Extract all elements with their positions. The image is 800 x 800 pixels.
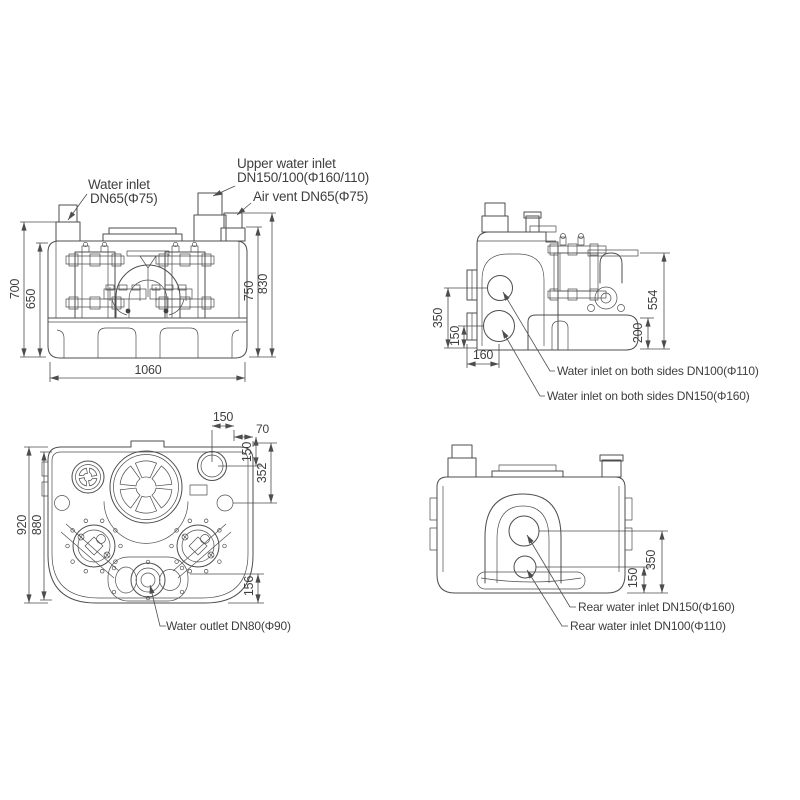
dim-side-150: 150	[448, 326, 462, 347]
side-inlet-dn100-circle	[487, 275, 513, 301]
leader-air-vent	[236, 202, 252, 216]
side-tank	[466, 202, 559, 351]
label-water-outlet: Water outlet DN80(Φ90)	[166, 619, 291, 633]
top-view: 920 880 150 70 150 352 156 Water outlet …	[15, 410, 291, 633]
top-labels: Water outlet DN80(Φ90)	[149, 584, 291, 633]
rear-labels: Rear water inlet DN150(Φ160) Rear water …	[526, 534, 735, 633]
leader-water-outlet	[149, 584, 166, 627]
rear-inlet-dn100-circle	[513, 555, 537, 579]
top-vent-circles	[71, 451, 227, 494]
front-dimensions: 700 650 1060 750 830	[8, 212, 276, 382]
label-water-inlet-line1: Water inlet	[88, 177, 150, 192]
front-pumps	[65, 241, 215, 319]
dim-front-650: 650	[24, 289, 38, 310]
side-labels: Water inlet on both sides DN100(Φ110) Wa…	[501, 291, 759, 403]
rear-view: 350 150 Rear water inlet DN150(Φ160) Rea…	[429, 444, 735, 633]
top-dimensions: 920 880 150 70 150 352 156	[15, 410, 277, 604]
dim-top-70: 70	[256, 422, 269, 436]
dim-top-150-a: 150	[213, 410, 234, 424]
dim-top-880: 880	[30, 515, 44, 536]
side-view: 350 150 160 554 200 Water inlet on both …	[431, 202, 759, 403]
leader-rear-inlet-dn150	[526, 534, 576, 608]
label-water-inlet-line2: DN65(Φ75)	[90, 191, 158, 206]
top-pump-flanges	[60, 518, 232, 579]
dim-front-750: 750	[242, 281, 256, 302]
dim-side-160: 160	[473, 348, 494, 362]
front-labels: Water inlet DN65(Φ75) Upper water inlet …	[67, 156, 369, 221]
label-upper-inlet-line2: DN150/100(Φ160/110)	[237, 170, 369, 185]
dim-top-150-b: 150	[240, 442, 254, 463]
rear-tank	[429, 444, 633, 594]
label-air-vent: Air vent DN65(Φ75)	[253, 189, 368, 204]
label-side-inlet-dn100: Water inlet on both sides DN100(Φ110)	[557, 364, 759, 378]
label-rear-inlet-dn100: Rear water inlet DN100(Φ110)	[570, 619, 726, 633]
dim-top-920: 920	[15, 515, 29, 536]
top-outlet	[107, 556, 189, 602]
dim-side-200: 200	[631, 323, 645, 344]
front-view: 700 650 1060 750 830 Water inlet DN65(Φ7…	[8, 156, 369, 382]
dim-front-1060: 1060	[134, 363, 161, 377]
leader-water-inlet	[67, 193, 88, 221]
dim-top-156: 156	[242, 576, 256, 597]
leader-side-inlet-dn100	[502, 291, 555, 372]
dim-front-700: 700	[8, 279, 22, 300]
label-upper-inlet-line1: Upper water inlet	[237, 156, 336, 171]
dim-front-830: 830	[256, 274, 270, 295]
rear-inlet-dn150-circle	[508, 515, 540, 547]
dim-side-350: 350	[431, 308, 445, 329]
leader-upper-inlet	[212, 185, 236, 197]
label-side-inlet-dn150: Water inlet on both sides DN150(Φ160)	[547, 389, 750, 403]
side-dimensions: 350 150 160 554 200	[431, 252, 670, 368]
dim-side-554: 554	[646, 290, 660, 311]
dim-top-352: 352	[255, 463, 269, 484]
side-pump	[527, 233, 639, 351]
leader-side-inlet-dn150	[501, 329, 545, 397]
side-inlet-dn150-circle	[483, 310, 515, 342]
top-outline	[41, 440, 254, 604]
top-lid-wheel	[103, 450, 189, 544]
label-rear-inlet-dn150: Rear water inlet DN150(Φ160)	[578, 600, 735, 614]
front-tank	[47, 192, 248, 359]
leader-rear-inlet-dn100	[526, 569, 568, 627]
dim-rear-150: 150	[626, 568, 640, 589]
dim-rear-350: 350	[644, 550, 658, 571]
rear-dimensions: 350 150	[536, 530, 668, 594]
